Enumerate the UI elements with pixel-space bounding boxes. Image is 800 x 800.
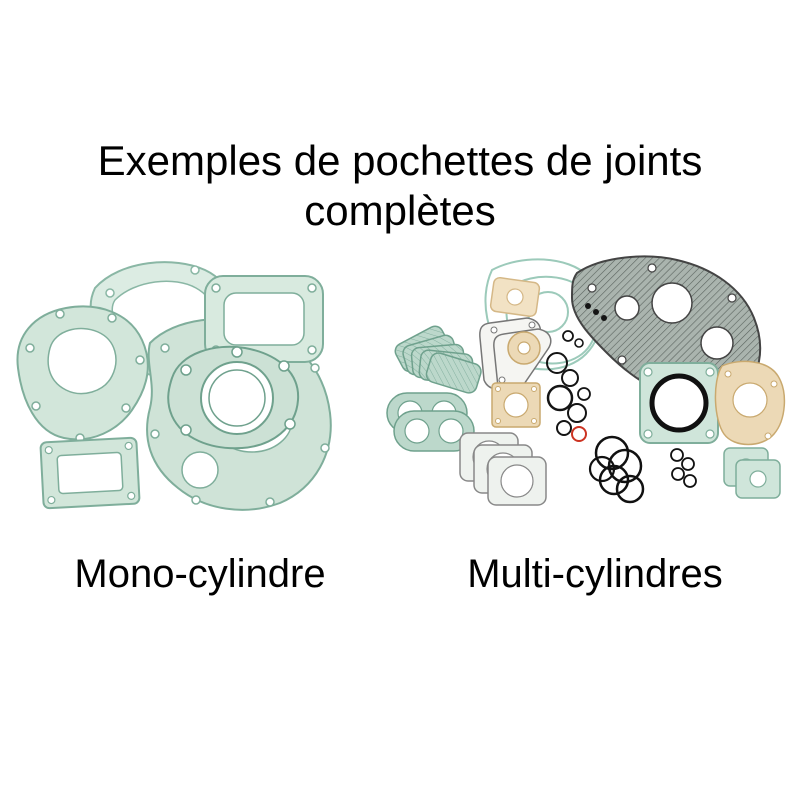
multi-cylinder-illustration-container: [372, 248, 796, 548]
title-line-2: complètes: [304, 186, 496, 234]
multi-teal-gasket-with-oring: [639, 362, 719, 444]
multi-stacked-head-gaskets: [459, 432, 547, 506]
multi-black-orings: [546, 330, 591, 436]
title-line-1: Exemples de pochettes de joints: [97, 137, 703, 184]
mono-crankcase-gasket-left: [16, 305, 149, 443]
multi-paper-gasket-top: [489, 276, 541, 318]
multi-beige-side-gasket: [714, 360, 786, 446]
mono-reed-valve-gasket: [39, 436, 141, 510]
multi-cylinder-label: Multi-cylindres: [467, 552, 723, 596]
mono-cylinder-label: Mono-cylindre: [74, 552, 326, 596]
multi-cylinder-complete-gasket-set-illustration: [386, 255, 786, 506]
multi-red-oring: [571, 426, 587, 442]
multi-stacked-base-gaskets: [394, 325, 482, 394]
multi-small-rings: [670, 448, 697, 488]
multi-rubber-dots: [585, 303, 607, 321]
multi-oring-cluster: [588, 435, 645, 504]
multi-twin-bore-gaskets: [386, 392, 475, 452]
multi-round-paper-gasket: [507, 331, 541, 365]
multi-square-paper-gasket: [491, 382, 541, 428]
multi-small-teal-gaskets: [723, 447, 781, 499]
mono-cylinder-complete-gasket-set-illustration: [16, 261, 332, 511]
page-title: Exemples de pochettes de joints complète…: [0, 136, 800, 235]
mono-cylinder-illustration-container: [0, 248, 375, 548]
mono-cylinder-head-gasket: [167, 345, 300, 450]
